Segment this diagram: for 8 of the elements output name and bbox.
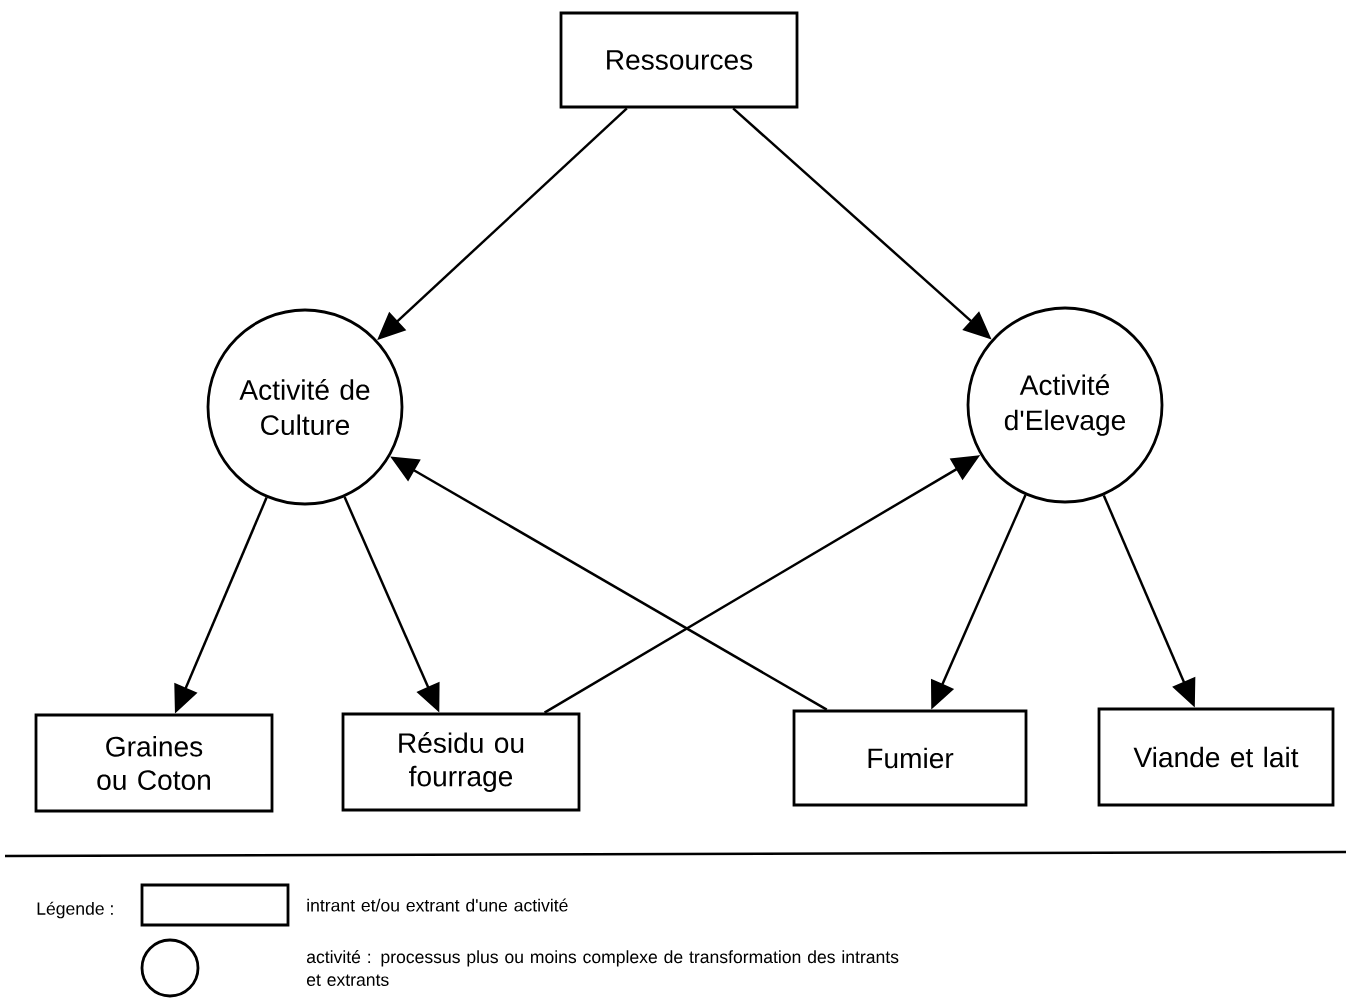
box: Viande et lait	[1097, 707, 1335, 807]
box: Graines ou Coton	[34, 713, 274, 813]
legend-heading: Légende :	[37, 901, 113, 919]
box: Ressources	[559, 11, 799, 109]
legend-text: intrant et/ou extrant d'une activité	[307, 898, 568, 912]
legend-text: activité : processus plus ou moins complexe de transformation des intrants et extrants	[306, 950, 899, 986]
box: Résidu ou fourrage	[341, 712, 581, 812]
box: Fumier	[792, 709, 1028, 807]
